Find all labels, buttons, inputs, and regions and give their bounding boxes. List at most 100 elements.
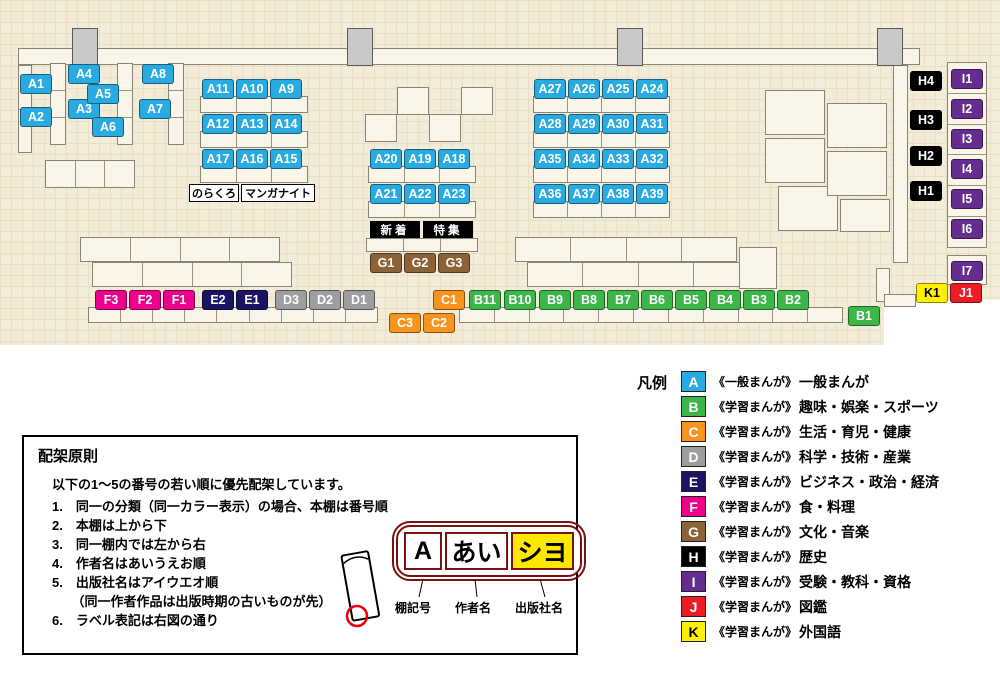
shelf-label-F1: F1: [163, 290, 195, 310]
shelf-label-G2: G2: [404, 253, 436, 273]
shelf-block: [533, 131, 670, 148]
shelf-label-B7: B7: [607, 290, 639, 310]
legend-item: H《学習まんが》歴史: [681, 544, 939, 569]
shelf-cell: [568, 97, 602, 112]
shelf-label-A13: A13: [236, 114, 268, 134]
shelf-label-F3: F3: [95, 290, 127, 310]
spine-label-author: あい: [445, 532, 508, 570]
shelf-label-E2: E2: [202, 290, 234, 310]
shelf-block: [840, 199, 890, 232]
shelf-label-A15: A15: [270, 149, 302, 169]
principles-rule: 3. 同一棚内では左から右: [52, 537, 206, 552]
principles-rule: 5. 出版社名はアイウエオ順: [52, 575, 219, 590]
annotation-label: 棚記号: [395, 601, 432, 615]
shelf-cell: [627, 238, 682, 261]
shelf-label-A24: A24: [636, 79, 668, 99]
legend-category-label: 外国語: [799, 623, 842, 640]
shelf-label-A11: A11: [202, 79, 234, 99]
shelf-block: [527, 262, 749, 287]
spine-label-publisher: シヨ: [511, 532, 574, 570]
spine-label-example: A あい シヨ: [392, 521, 586, 581]
pillar: [72, 28, 98, 66]
shelf-label-A9: A9: [270, 79, 302, 99]
shelf-cell: [201, 97, 237, 112]
legend-title: 凡例: [637, 375, 668, 392]
book-icon: [340, 550, 381, 622]
shelf-cell: [636, 132, 669, 147]
shelf-cell: [583, 263, 639, 286]
shelf-cell: [143, 263, 193, 286]
shelf-label-A31: A31: [636, 114, 668, 134]
shelf-cell: [118, 64, 132, 91]
shelf-label-B1: B1: [848, 306, 880, 326]
shelf-block: [18, 48, 920, 65]
shelf-cell: [568, 202, 602, 217]
shelf-label-A18: A18: [438, 149, 470, 169]
shelf-label-A14: A14: [270, 114, 302, 134]
shelf-label-I7: I7: [951, 261, 983, 281]
legend-series-label: 《学習まんが》: [713, 475, 798, 489]
shelf-block: [45, 160, 135, 188]
shelf-label-A35: A35: [534, 149, 566, 169]
shelf-cell: [460, 308, 495, 322]
shelf-label-C1: C1: [433, 290, 465, 310]
shelf-label-C3: C3: [389, 313, 421, 333]
shelf-cell: [634, 308, 669, 322]
shelf-cell: [105, 161, 134, 187]
shelf-label-H3: H3: [910, 110, 942, 130]
shelf-label-G3: G3: [438, 253, 470, 273]
shelf-label-A33: A33: [602, 149, 634, 169]
shelf-label-A39: A39: [636, 184, 668, 204]
shelf-label-A22: A22: [404, 184, 436, 204]
annotation-label: 出版社名: [515, 601, 564, 615]
shelf-block: [765, 138, 825, 183]
shelf-label-H4: H4: [910, 71, 942, 91]
legend-category-label: 科学・技術・産業: [799, 448, 912, 465]
shelf-block: [80, 237, 280, 262]
legend-color-swatch: G: [681, 521, 707, 542]
shelf-cell: [169, 91, 183, 118]
shelf-cell: [948, 63, 986, 94]
shelf-label-B5: B5: [675, 290, 707, 310]
shelf-label-A29: A29: [568, 114, 600, 134]
shelf-cell: [639, 263, 694, 286]
legend-color-swatch: C: [681, 421, 707, 442]
shelf-cell: [272, 132, 307, 147]
shelf-cell: [217, 308, 250, 322]
pillar: [347, 28, 373, 66]
shelf-label-A36: A36: [534, 184, 566, 204]
map-tag: マンガナイト: [241, 184, 315, 202]
shelf-label-I5: I5: [951, 189, 983, 209]
legend-category-label: ビジネス・政治・経済: [799, 473, 940, 490]
shelf-label-A30: A30: [602, 114, 634, 134]
legend-category-label: 受験・教科・資格: [799, 573, 912, 590]
spine-label-shelf-code: A: [404, 532, 442, 570]
shelf-label-A27: A27: [534, 79, 566, 99]
shelf-cell: [441, 239, 477, 251]
shelf-cell: [773, 308, 809, 322]
shelf-cell: [405, 202, 441, 217]
legend-item: K《学習まんが》外国語: [681, 619, 939, 644]
legend-color-swatch: F: [681, 496, 707, 517]
label-position-diagram: [340, 550, 546, 628]
shelf-cell: [242, 263, 291, 286]
shelf-block: [92, 262, 292, 287]
shelf-label-J1: J1: [950, 283, 982, 303]
shelf-cell: [636, 202, 669, 217]
shelf-label-A8: A8: [142, 64, 174, 84]
shelf-cell: [948, 155, 986, 187]
legend-series-label: 《学習まんが》: [713, 600, 798, 614]
shelf-label-A16: A16: [236, 149, 268, 169]
shelf-block: [429, 114, 461, 142]
legend-color-swatch: B: [681, 396, 707, 417]
shelf-cell: [516, 238, 572, 261]
legend-item: I《学習まんが》受験・教科・資格: [681, 569, 939, 594]
principles-rule: （同一作者作品は出版時期の古いものが先）: [52, 594, 332, 609]
legend-series-label: 《一般まんが》: [713, 375, 798, 389]
shelf-cell: [599, 308, 635, 322]
shelf-cell: [153, 308, 186, 322]
shelf-cell: [131, 238, 181, 261]
